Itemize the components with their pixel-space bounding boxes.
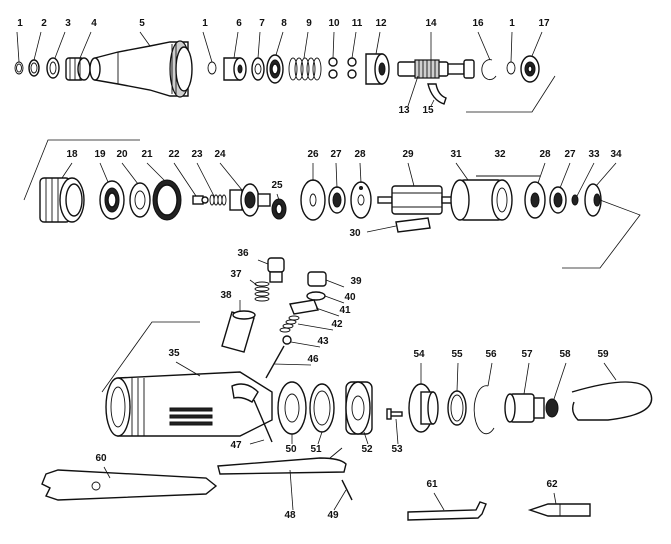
- part-label-p2: 2: [41, 18, 47, 29]
- part-label-p29: 29: [402, 149, 414, 160]
- part-label-p24: 24: [214, 149, 226, 160]
- part-label-p3: 3: [65, 18, 71, 29]
- part-label-p11: 11: [352, 18, 363, 29]
- row-3-parts: [41, 257, 653, 521]
- part-label-p49: 49: [327, 510, 339, 521]
- part-label-p28a: 28: [354, 149, 366, 160]
- part-label-p58: 58: [559, 349, 571, 360]
- part-label-p8: 8: [281, 18, 287, 29]
- part-label-p42: 42: [331, 319, 343, 330]
- row-2-parts: [23, 139, 641, 269]
- part-label-p51: 51: [310, 444, 322, 455]
- part-label-p1b: 1: [202, 18, 208, 29]
- part-label-p55: 55: [451, 349, 463, 360]
- part-label-p57: 57: [521, 349, 533, 360]
- part-label-p20: 20: [116, 149, 128, 160]
- part-label-p31: 31: [450, 149, 462, 160]
- part-label-p40: 40: [344, 292, 356, 303]
- part-label-p36: 36: [237, 248, 249, 259]
- part-label-p61: 61: [426, 479, 438, 490]
- part-label-p27a: 27: [330, 149, 342, 160]
- part-label-p43: 43: [317, 336, 329, 347]
- part-label-p33: 33: [588, 149, 600, 160]
- part-label-p12: 12: [375, 18, 387, 29]
- part-label-p13: 13: [398, 105, 410, 116]
- part-label-p5: 5: [139, 18, 145, 29]
- part-label-p15: 15: [422, 105, 434, 116]
- part-label-p53: 53: [391, 444, 403, 455]
- part-label-p26: 26: [307, 149, 319, 160]
- part-label-p7: 7: [259, 18, 265, 29]
- part-label-p25: 25: [271, 180, 283, 191]
- part-label-p23: 23: [191, 149, 203, 160]
- part-label-p59: 59: [597, 349, 609, 360]
- part-label-p18: 18: [66, 149, 78, 160]
- part-label-p19: 19: [94, 149, 106, 160]
- part-label-p28b: 28: [539, 149, 551, 160]
- part-label-p1a: 1: [17, 18, 23, 29]
- part-label-p46: 46: [307, 354, 319, 365]
- part-label-p4: 4: [91, 18, 97, 29]
- part-label-p21: 21: [141, 149, 153, 160]
- row-2-leaders: [61, 162, 617, 233]
- part-label-p62: 62: [546, 479, 558, 490]
- part-label-p50: 50: [285, 444, 297, 455]
- part-label-p1c: 1: [509, 18, 515, 29]
- part-label-p39: 39: [350, 276, 362, 287]
- part-label-p47: 47: [230, 440, 242, 451]
- part-label-p56: 56: [485, 349, 497, 360]
- part-label-p16: 16: [472, 18, 484, 29]
- part-label-p30: 30: [349, 228, 361, 239]
- part-label-p60: 60: [95, 453, 107, 464]
- part-label-p52: 52: [361, 444, 373, 455]
- part-label-p54: 54: [413, 349, 425, 360]
- row-1-leaders: [16, 31, 556, 113]
- row-3-leaders: [103, 259, 617, 511]
- part-label-p6: 6: [236, 18, 242, 29]
- part-label-p17: 17: [538, 18, 550, 29]
- part-label-p35: 35: [168, 348, 180, 359]
- row-1-parts: [14, 40, 540, 105]
- part-label-p34: 34: [610, 149, 622, 160]
- part-label-p9: 9: [306, 18, 312, 29]
- part-label-p10: 10: [328, 18, 340, 29]
- part-label-p14: 14: [425, 18, 437, 29]
- part-label-p32: 32: [494, 149, 506, 160]
- part-label-p38: 38: [220, 290, 232, 301]
- part-label-p41: 41: [339, 305, 351, 316]
- part-label-p37: 37: [230, 269, 242, 280]
- part-label-p22: 22: [168, 149, 180, 160]
- part-label-p48: 48: [284, 510, 296, 521]
- part-label-p27b: 27: [564, 149, 576, 160]
